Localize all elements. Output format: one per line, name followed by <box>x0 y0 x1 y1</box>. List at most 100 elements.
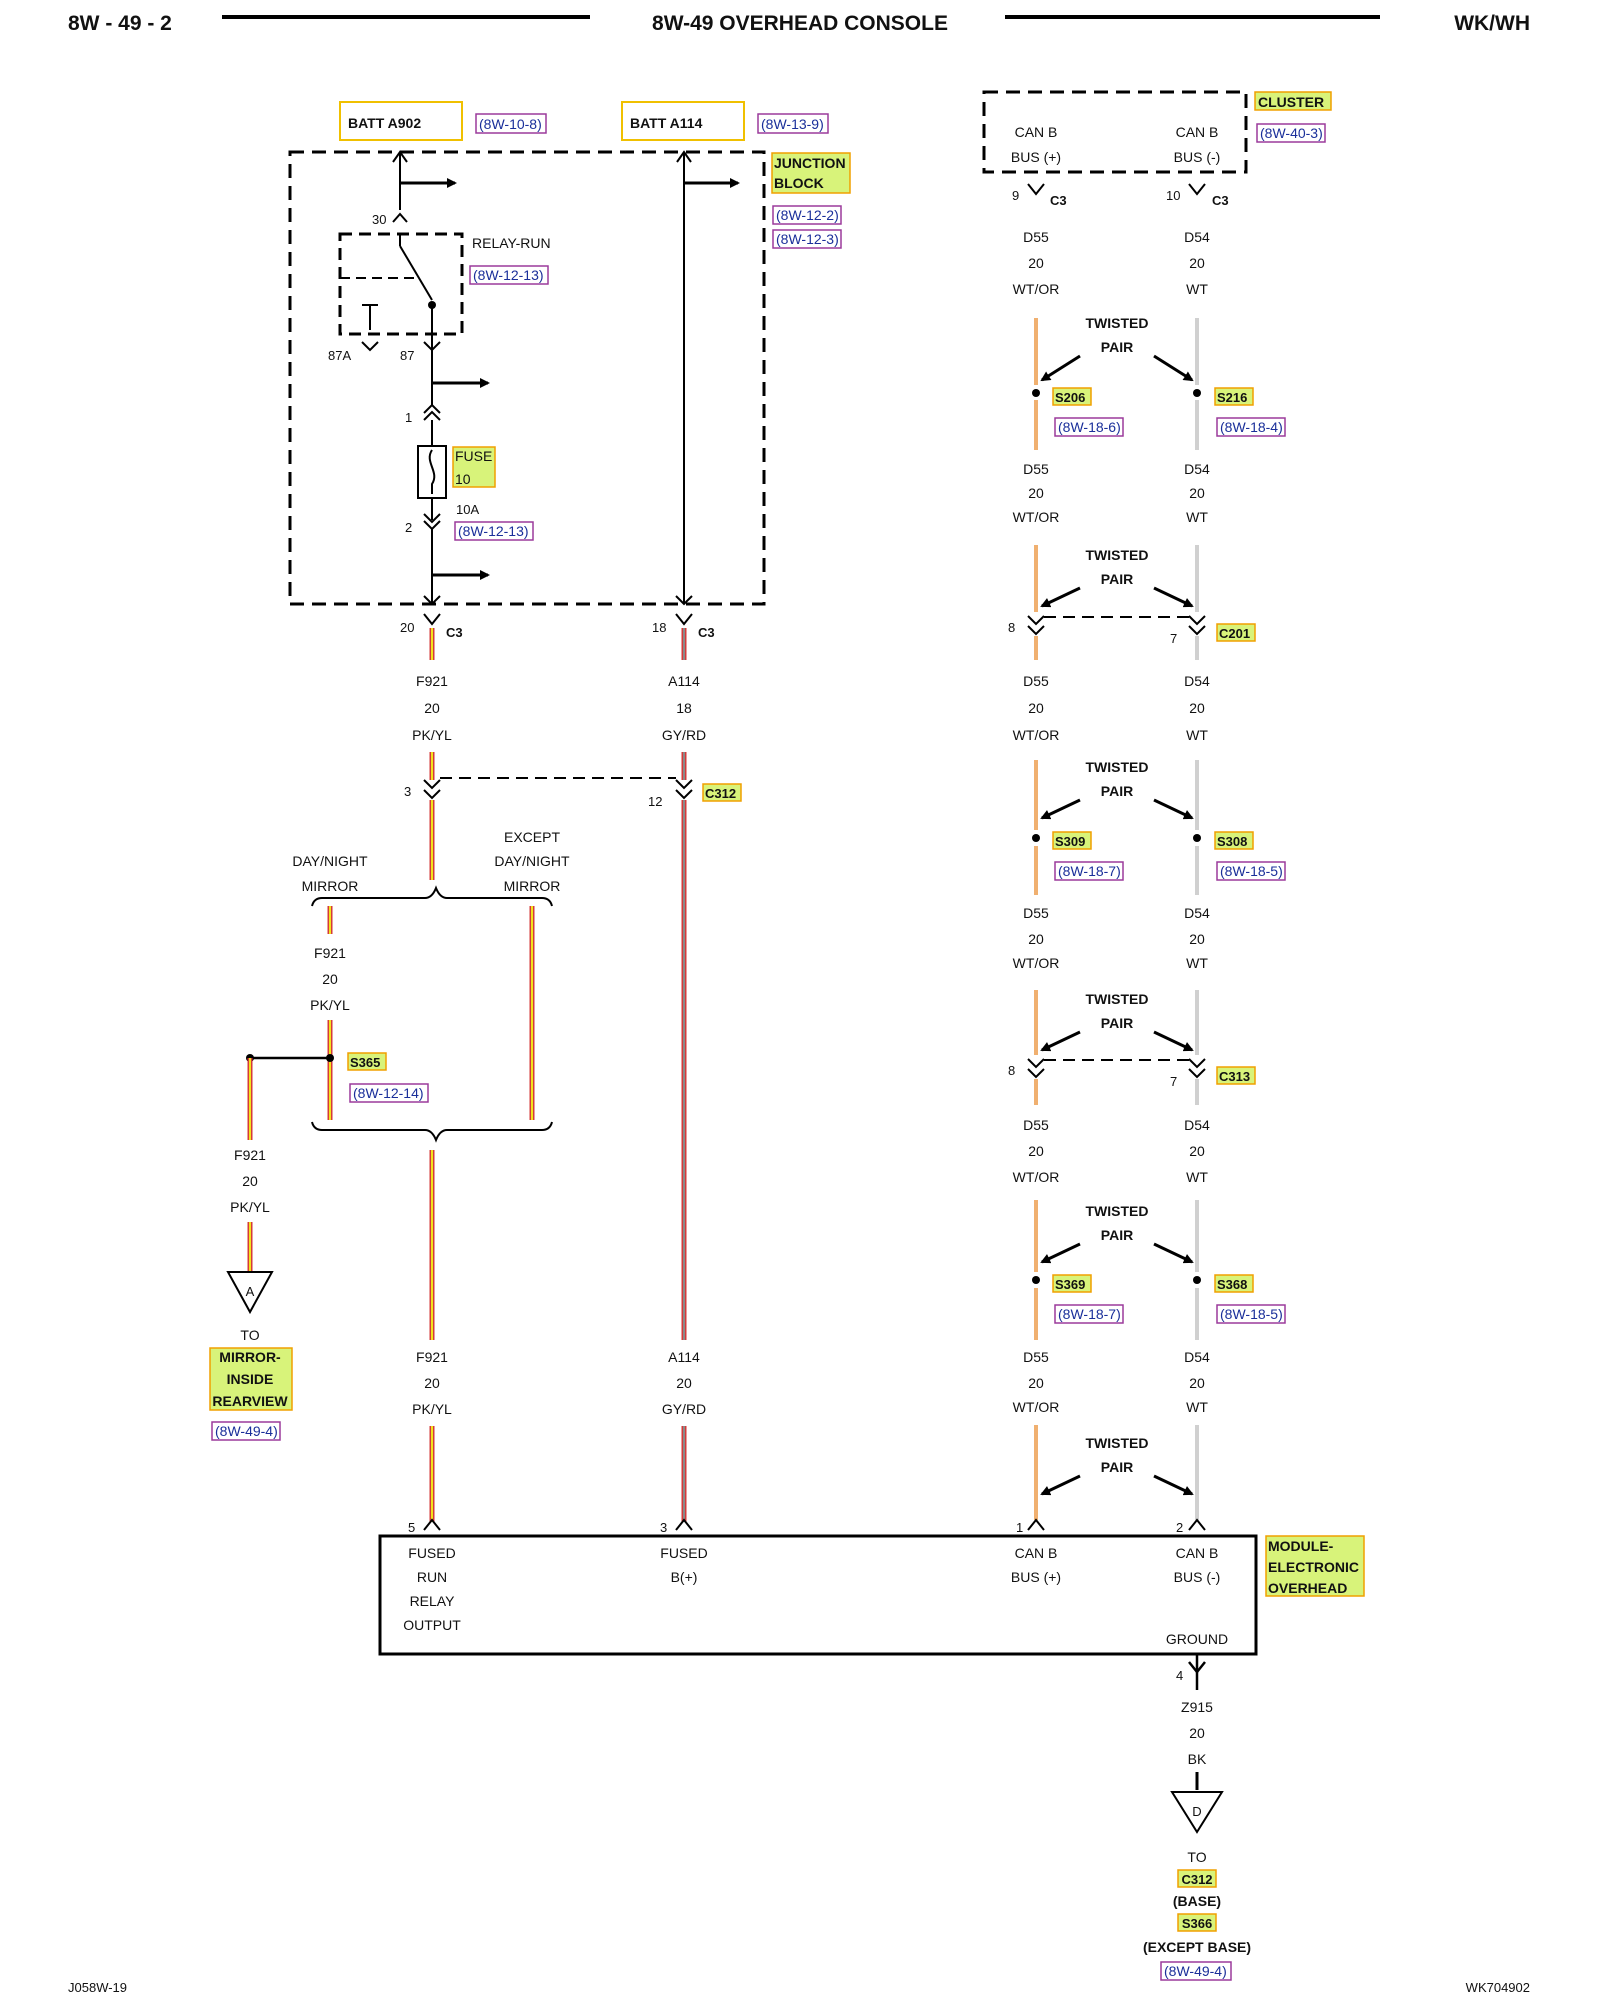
c201-pin-symbol <box>1188 625 1206 636</box>
module-pin-1-symbol <box>1027 1518 1045 1531</box>
wire-d54-gauge: 20 <box>1189 700 1205 716</box>
cluster-pos-1: CAN B <box>1015 124 1058 140</box>
s309-dot <box>1032 834 1040 842</box>
fuse-ref[interactable]: (8W-12-13) <box>458 523 529 539</box>
cluster-ref[interactable]: (8W-40-3) <box>1260 125 1323 141</box>
wire-d55-color: WT/OR <box>1013 509 1060 525</box>
cluster-conn-pos: C3 <box>1050 193 1067 208</box>
batt-a114-ref[interactable]: (8W-13-9) <box>761 116 824 132</box>
pin-chevron <box>392 212 408 223</box>
c201-pin-7: 7 <box>1170 631 1177 646</box>
s368-label-bg <box>1214 1274 1254 1293</box>
pin-chevron <box>423 403 441 414</box>
fuse-element <box>428 449 436 494</box>
s206-ref[interactable]: (8W-18-6) <box>1058 419 1121 435</box>
wire-d54-gauge: 20 <box>1189 1143 1205 1159</box>
junction-block-name-1: JUNCTION <box>774 155 846 171</box>
source-arrow <box>392 150 408 163</box>
cluster-conn-neg: C3 <box>1212 193 1229 208</box>
s368-ref[interactable]: (8W-18-5) <box>1220 1306 1283 1322</box>
c3-pin-18: 18 <box>652 620 666 635</box>
batt-a902-box <box>339 101 463 141</box>
twisted-pair-1: TWISTED <box>1086 759 1149 775</box>
c313-pin-symbol <box>1188 1058 1206 1069</box>
wire-f921-gauge: 20 <box>242 1173 258 1189</box>
ref-d-except-base: (EXCEPT BASE) <box>1143 1939 1251 1955</box>
junction-block-ref-1[interactable]: (8W-12-2) <box>776 207 839 223</box>
option-except-2: DAY/NIGHT <box>494 853 570 869</box>
wire-a114-circuit: A114 <box>668 1349 700 1365</box>
wire-d55-circuit: D55 <box>1023 229 1049 245</box>
ref-a-ref[interactable]: (8W-49-4) <box>215 1423 278 1439</box>
c313-label-bg <box>1216 1066 1256 1085</box>
wire-d55-gauge: 20 <box>1028 485 1044 501</box>
module-fused-run-4: OUTPUT <box>403 1617 461 1633</box>
ref-d-triangle <box>1170 1791 1224 1834</box>
c3-pin-20-symbol <box>423 613 441 626</box>
vehicle-model: WK/WH <box>1454 12 1530 35</box>
cluster-neg-1: CAN B <box>1176 124 1219 140</box>
wire-d54-gauge: 20 <box>1189 1375 1205 1391</box>
wire-d55-color: WT/OR <box>1013 727 1060 743</box>
pin-chevron <box>423 410 441 421</box>
fuse-label-bg <box>452 446 496 488</box>
batt-a902-ref[interactable]: (8W-10-8) <box>479 116 542 132</box>
twisted-pair-arrow <box>1040 1242 1081 1264</box>
twisted-pair-arrow <box>1153 586 1194 608</box>
wire-d54-circuit: D54 <box>1184 461 1210 477</box>
c3-pin-20: 20 <box>400 620 414 635</box>
c312-pin-3-symbol <box>423 779 441 790</box>
wire-d55-gauge: 20 <box>1028 931 1044 947</box>
s216-ref[interactable]: (8W-18-4) <box>1220 419 1283 435</box>
wire-a114-circuit: A114 <box>668 673 700 689</box>
c312-pin-12: 12 <box>648 794 662 809</box>
wire-d55-circuit: D55 <box>1023 1117 1049 1133</box>
wire-f921-color: PK/YL <box>230 1199 270 1215</box>
ref-box <box>1054 1304 1124 1324</box>
s308-label: S308 <box>1217 834 1247 849</box>
ref-box <box>772 229 842 249</box>
ref-d-s366: S366 <box>1182 1916 1212 1931</box>
s309-ref[interactable]: (8W-18-7) <box>1058 863 1121 879</box>
module-canp-1: CAN B <box>1015 1545 1058 1561</box>
wire-d54-circuit: D54 <box>1184 1117 1210 1133</box>
module-pin-5: 5 <box>408 1520 415 1535</box>
wire-d54-gauge: 20 <box>1189 931 1205 947</box>
page-number: 8W - 49 - 2 <box>68 12 172 35</box>
c313-pin-7: 7 <box>1170 1074 1177 1089</box>
batt-a902-label: BATT A902 <box>348 115 421 131</box>
c313-label: C313 <box>1219 1069 1250 1084</box>
junction-block-ref-2[interactable]: (8W-12-3) <box>776 231 839 247</box>
option-daynight-2: MIRROR <box>302 878 359 894</box>
fuse-pin-2: 2 <box>405 520 412 535</box>
wire-d55-circuit: D55 <box>1023 461 1049 477</box>
footer-left-code: J058W-19 <box>68 1980 127 1995</box>
option-except-3: MIRROR <box>504 878 561 894</box>
s365-ref[interactable]: (8W-12-14) <box>353 1085 424 1101</box>
wire-d55-color: WT/OR <box>1013 955 1060 971</box>
option-brace-bottom <box>311 1121 553 1143</box>
s308-ref[interactable]: (8W-18-5) <box>1220 863 1283 879</box>
twisted-pair-arrow <box>1040 798 1081 820</box>
s206-label-bg <box>1052 387 1092 406</box>
ref-a-dest-bg <box>209 1347 293 1411</box>
cluster-outline <box>982 90 1248 174</box>
can-bus-wire-labels-1: D55 20 WT/OR D54 20 WT <box>1013 229 1210 297</box>
batt-a114-label: BATT A114 <box>630 115 703 131</box>
relay-run-name: RELAY-RUN <box>472 235 551 251</box>
ref-a-triangle <box>226 1271 274 1315</box>
page-title: 8W-49 OVERHEAD CONSOLE <box>652 12 948 35</box>
ref-a-dest-3: REARVIEW <box>212 1393 288 1409</box>
s369-ref[interactable]: (8W-18-7) <box>1058 1306 1121 1322</box>
relay-run-ref[interactable]: (8W-12-13) <box>473 267 544 283</box>
pin-chevron <box>423 595 441 606</box>
s365-dot <box>326 1054 334 1062</box>
option-daynight-1: DAY/NIGHT <box>292 853 368 869</box>
c201-label: C201 <box>1219 626 1250 641</box>
s365-label-bg <box>347 1052 387 1071</box>
twisted-pair-2: PAIR <box>1101 339 1133 355</box>
ref-d-ref[interactable]: (8W-49-4) <box>1164 1963 1227 1979</box>
cluster-name: CLUSTER <box>1258 94 1324 110</box>
cluster-label-bg <box>1254 91 1332 111</box>
